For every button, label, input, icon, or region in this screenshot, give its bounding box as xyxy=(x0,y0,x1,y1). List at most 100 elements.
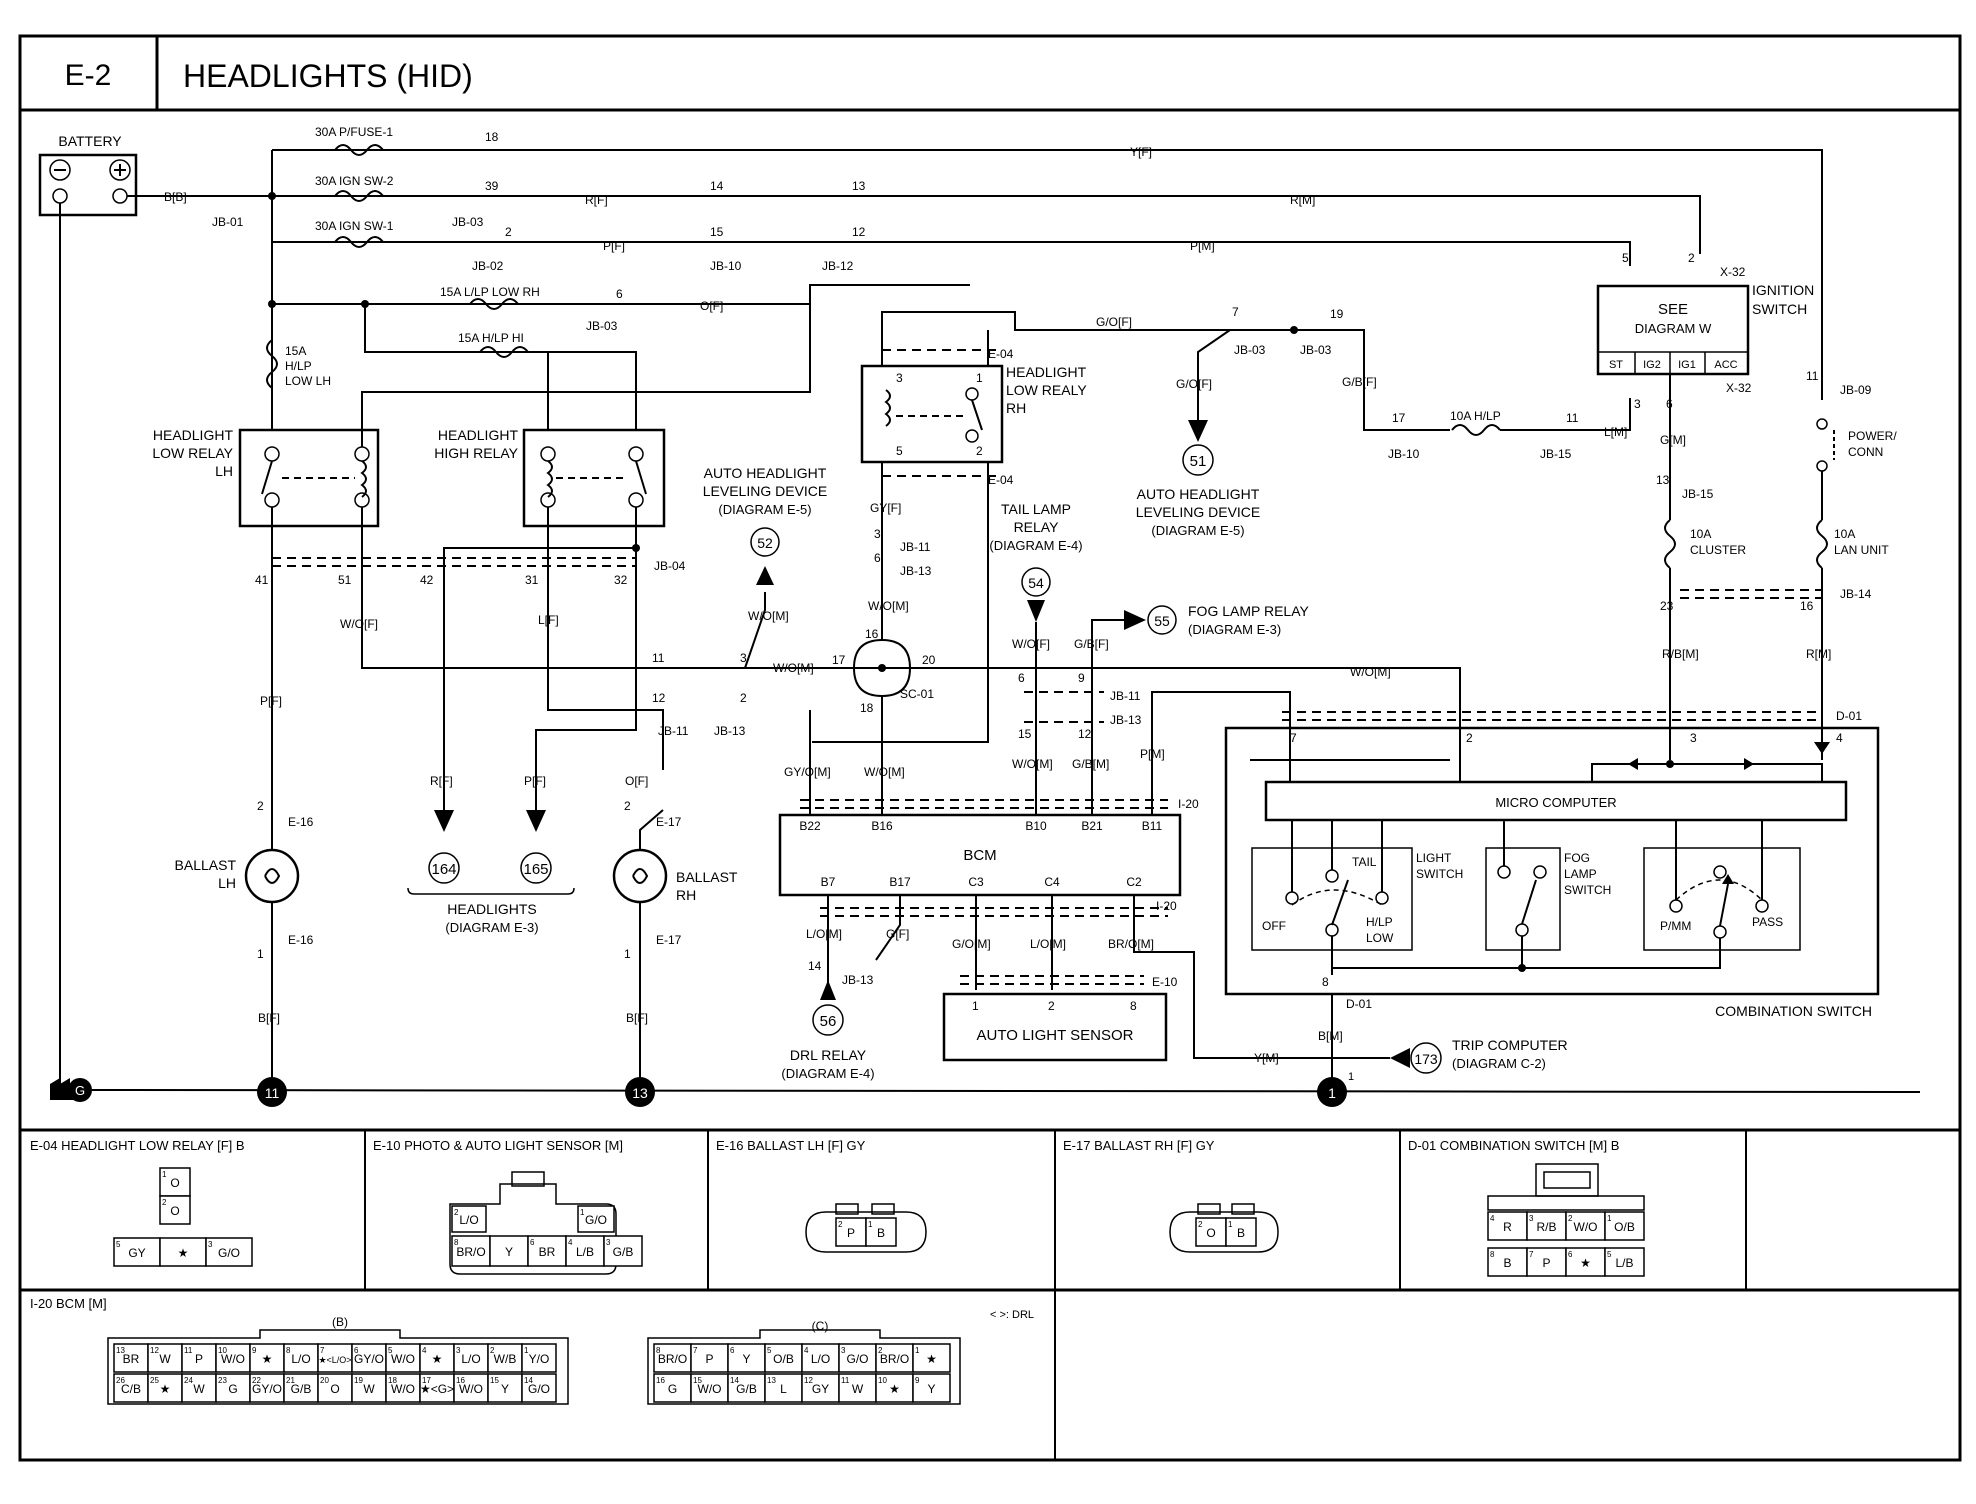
svg-text:(B): (B) xyxy=(332,1315,348,1329)
svg-text:2: 2 xyxy=(624,799,631,813)
connector-cell xyxy=(875,1373,914,1403)
svg-text:E-04: E-04 xyxy=(988,473,1014,487)
svg-text:18: 18 xyxy=(485,130,499,144)
svg-text:POWER/: POWER/ xyxy=(1848,429,1897,443)
wire-color: O xyxy=(330,1382,339,1396)
svg-text:16: 16 xyxy=(865,627,879,641)
svg-text:19: 19 xyxy=(1330,307,1344,321)
svg-text:LEVELING DEVICE: LEVELING DEVICE xyxy=(1136,504,1261,520)
svg-text:LOW RELAY: LOW RELAY xyxy=(152,445,233,461)
wire-color: Y xyxy=(505,1245,513,1259)
svg-text:BALLAST: BALLAST xyxy=(175,857,237,873)
svg-text:G: G xyxy=(75,1083,85,1098)
wire-color: O/B xyxy=(1614,1220,1635,1234)
svg-text:ST: ST xyxy=(1609,359,1623,371)
svg-text:30A IGN SW-1: 30A IGN SW-1 xyxy=(315,219,394,233)
svg-text:I-20: I-20 xyxy=(1156,899,1177,913)
svg-text:2: 2 xyxy=(1688,251,1695,265)
svg-text:TRIP COMPUTER: TRIP COMPUTER xyxy=(1452,1037,1568,1053)
svg-text:HEADLIGHT: HEADLIGHT xyxy=(438,427,519,443)
pin-number: 25 xyxy=(150,1376,159,1385)
pin-number: 22 xyxy=(252,1376,261,1385)
wire-color: W xyxy=(159,1352,171,1366)
svg-text:15: 15 xyxy=(1018,727,1032,741)
connector-cell xyxy=(764,1373,803,1403)
svg-text:B7: B7 xyxy=(821,875,836,889)
svg-text:51: 51 xyxy=(338,573,352,587)
svg-text:2: 2 xyxy=(1466,731,1473,745)
connector-cell xyxy=(653,1373,692,1403)
connector-cell xyxy=(690,1343,729,1373)
pin-number: 1 xyxy=(868,1220,873,1229)
svg-text:14: 14 xyxy=(808,959,822,973)
svg-text:H/LP: H/LP xyxy=(285,359,312,373)
wire-color: R xyxy=(1503,1220,1512,1234)
svg-text:1: 1 xyxy=(624,947,631,961)
svg-text:HEADLIGHT: HEADLIGHT xyxy=(1006,364,1087,380)
svg-text:RELAY: RELAY xyxy=(1014,519,1060,535)
connector-cell xyxy=(205,1237,253,1267)
svg-text:LH: LH xyxy=(218,875,236,891)
connector-cell xyxy=(113,1373,149,1403)
svg-text:W/O[M]: W/O[M] xyxy=(868,599,909,613)
pin-number: 3 xyxy=(606,1238,611,1247)
wire-color: C/B xyxy=(121,1382,141,1396)
connector-cell xyxy=(912,1373,951,1403)
pin-number: 2 xyxy=(162,1198,167,1207)
svg-text:JB-01: JB-01 xyxy=(212,215,244,229)
connector-i20-c: 8BR/O7P6Y5O/B4L/O3G/O2BR/O1★16G15W/O14G/… xyxy=(647,1329,961,1405)
svg-text:C2: C2 xyxy=(1126,875,1142,889)
svg-text:17: 17 xyxy=(832,653,846,667)
connector-cell xyxy=(1487,1247,1528,1277)
svg-text:SEE: SEE xyxy=(1658,301,1688,318)
svg-text:54: 54 xyxy=(1028,575,1044,591)
pin-number: 1 xyxy=(915,1346,920,1355)
svg-text:DRL RELAY: DRL RELAY xyxy=(790,1047,867,1063)
svg-text:RH: RH xyxy=(1006,400,1026,416)
pin-number: 5 xyxy=(116,1240,121,1249)
wire-color: ★<G> xyxy=(420,1382,454,1396)
wire-color: Y/O xyxy=(529,1352,550,1366)
svg-text:17: 17 xyxy=(1392,411,1406,425)
connector-cell xyxy=(521,1373,557,1403)
svg-text:JB-13: JB-13 xyxy=(1110,713,1142,727)
svg-text:PASS: PASS xyxy=(1752,915,1783,929)
svg-text:JB-03: JB-03 xyxy=(1234,343,1266,357)
svg-text:42: 42 xyxy=(420,573,434,587)
svg-text:DIAGRAM W: DIAGRAM W xyxy=(1635,321,1712,336)
svg-text:12: 12 xyxy=(652,691,666,705)
connector-cell xyxy=(487,1373,523,1403)
svg-text:(DIAGRAM E-4): (DIAGRAM E-4) xyxy=(781,1066,874,1081)
svg-text:JB-11: JB-11 xyxy=(1110,689,1141,703)
svg-text:15A H/LP HI: 15A H/LP HI xyxy=(458,331,524,345)
panel-title-e17: E-17 BALLAST RH [F] GY xyxy=(1063,1138,1215,1153)
wire-color: ★ xyxy=(889,1382,900,1396)
svg-text:P[F]: P[F] xyxy=(260,694,282,708)
svg-text:W/O[F]: W/O[F] xyxy=(340,617,378,631)
svg-text:6: 6 xyxy=(1018,671,1025,685)
svg-text:R[M]: R[M] xyxy=(1290,193,1315,207)
svg-text:7: 7 xyxy=(1232,305,1239,319)
svg-text:COMBINATION SWITCH: COMBINATION SWITCH xyxy=(1715,1003,1872,1019)
pin-number: 12 xyxy=(804,1376,813,1385)
ground-1 xyxy=(1317,1077,1347,1107)
wire-color: GY/O xyxy=(252,1382,282,1396)
pin-number: 1 xyxy=(524,1346,529,1355)
svg-text:B21: B21 xyxy=(1081,819,1103,833)
svg-text:1: 1 xyxy=(976,371,983,385)
svg-text:E-10: E-10 xyxy=(1152,975,1178,989)
svg-text:FOG: FOG xyxy=(1564,851,1590,865)
auto-light-sensor xyxy=(942,992,1168,1062)
wire-color: BR/O xyxy=(658,1352,687,1366)
svg-text:R[F]: R[F] xyxy=(585,193,608,207)
svg-text:3: 3 xyxy=(1634,397,1641,411)
svg-text:AUTO LIGHT SENSOR: AUTO LIGHT SENSOR xyxy=(977,1027,1134,1044)
connector-cell xyxy=(690,1373,729,1403)
wire-color: L/O xyxy=(291,1352,310,1366)
wire-color: G/B xyxy=(291,1382,312,1396)
svg-text:E-16: E-16 xyxy=(288,815,314,829)
wire-color: P xyxy=(195,1352,203,1366)
wire-color: W/O xyxy=(1574,1220,1598,1234)
wire-color: ★ xyxy=(926,1352,937,1366)
